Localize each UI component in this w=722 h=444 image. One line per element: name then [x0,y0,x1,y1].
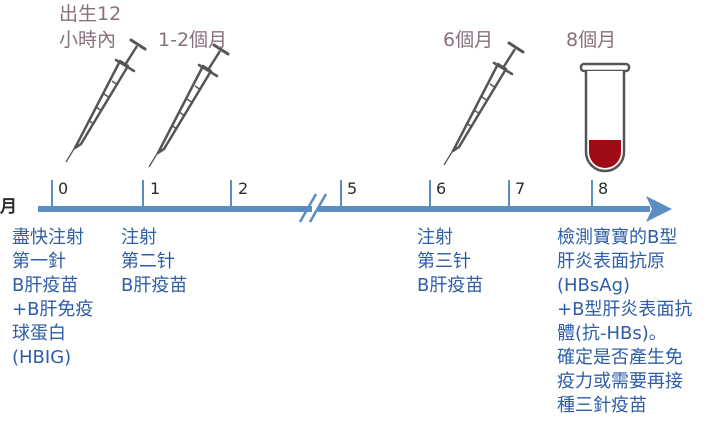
axis-break-mark-1 [298,193,318,223]
note-line: 疫力或需要再接 [557,371,683,392]
tick-label: 0 [58,179,69,198]
tick-label: 1 [150,179,161,198]
month-1-2-label: 1-2個月 [158,29,228,51]
axis-unit-label: 月 [0,197,17,217]
note-line: 第一針 [12,251,66,272]
dose-2-note: 注射 第二针 B肝疫苗 [121,226,187,298]
note-line: (HBIG) [12,347,72,368]
note-line: 盡快注射 [12,227,84,248]
syringe-icon [64,38,147,164]
tick-label: 7 [515,179,526,198]
note-line: 第二针 [121,251,175,272]
syringe-icon [442,41,525,167]
note-line: B肝疫苗 [12,275,79,296]
note-line: 確定是否產生免 [557,347,683,368]
month-6-label: 6個月 [443,29,494,51]
note-line: 種三針疫苗 [557,395,647,416]
dose-1-note: 盡快注射 第一針 B肝疫苗 +B肝免疫 球蛋白 (HBIG) [12,226,93,370]
month-8-label: 8個月 [566,29,617,51]
antibody-test-note: 檢測寶寶的B型 肝炎表面抗原 (HBsAg) +B型肝炎表面抗 體(抗-HBs)… [557,226,692,418]
tick-label: 6 [436,179,447,198]
note-line: +B型肝炎表面抗 [557,299,693,320]
blood-sample [589,140,621,168]
tick-label: 5 [347,179,358,198]
syringe-icon [147,43,230,169]
birth-label-line2: 小時內 [59,29,117,51]
test-tube-icon [579,62,631,173]
dose-3-note: 注射 第三针 B肝疫苗 [417,226,483,298]
note-line: 球蛋白 [12,323,66,344]
birth-label-line1: 出生12 [59,3,122,25]
note-line: B肝疫苗 [121,275,188,296]
note-line: +B肝免疫 [12,299,94,320]
note-line: 體(抗-HBs)。 [557,323,667,344]
note-line: 第三针 [417,251,471,272]
axis-break-mark-2 [308,193,328,223]
tick-label: 8 [598,179,609,198]
note-line: (HBsAg) [557,275,631,296]
tick-label: 2 [238,179,249,198]
note-line: B肝疫苗 [417,275,484,296]
timeline-arrow-head [646,196,672,222]
note-line: 檢測寶寶的B型 [557,227,678,248]
note-line: 肝炎表面抗原 [557,251,665,272]
note-line: 注射 [417,227,453,248]
note-line: 注射 [121,227,157,248]
